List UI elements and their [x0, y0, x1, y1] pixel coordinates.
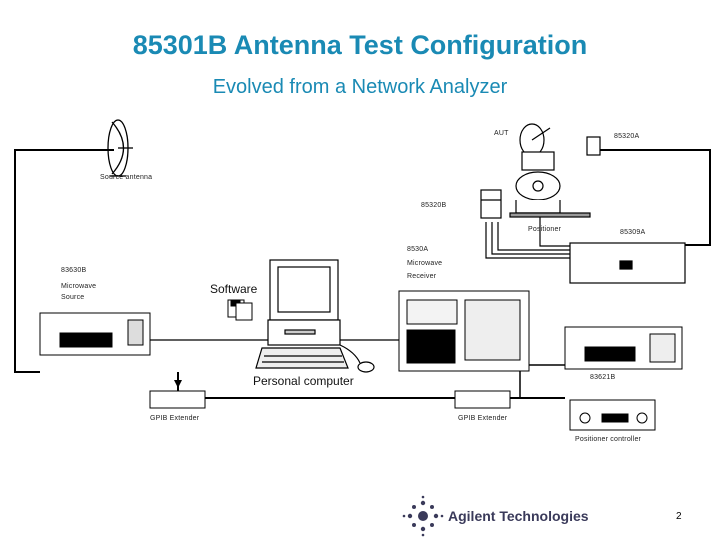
company-name: Agilent Technologies [448, 508, 589, 524]
page-subtitle: Evolved from a Network Analyzer [212, 76, 508, 98]
label-source-line1: Microwave [61, 283, 97, 290]
gpib-extender-right-icon [454, 390, 511, 409]
label-gpib-extender-left: GPIB Extender [150, 415, 200, 422]
label-receiver-model: 8530A [407, 246, 429, 253]
positioner-controller-icon [569, 399, 656, 431]
gpib-extender-left-icon [149, 390, 206, 409]
lo-unit-85309a-icon [569, 242, 686, 284]
source-antenna-icon [107, 119, 133, 177]
arrow-down [174, 380, 182, 388]
floppy-disk-icon [227, 299, 253, 321]
label-positioner-controller: Positioner controller [575, 436, 642, 443]
label-aut: AUT [494, 130, 509, 137]
label-personal-computer: Personal computer [253, 374, 354, 388]
aut-positioner-icon [509, 123, 591, 218]
label-software: Software [210, 282, 258, 296]
label-receiver-line2: Receiver [407, 273, 437, 280]
label-source-antenna: Source antenna [100, 174, 153, 181]
agilent-logo-icon [402, 495, 444, 537]
page-number: 2 [676, 511, 682, 522]
label-85309a: 85309A [620, 229, 646, 236]
page-title: 85301B Antenna Test Configuration [132, 30, 588, 60]
source-cable [14, 149, 114, 373]
personal-computer-icon [255, 259, 375, 373]
label-receiver-line1: Microwave [407, 260, 443, 267]
label-source-line2: Source [61, 294, 85, 301]
mixer-85320a-icon [586, 136, 601, 156]
label-gpib-extender-right: GPIB Extender [458, 415, 508, 422]
mixer-cable-top [593, 149, 711, 246]
label-85320b: 85320B [421, 202, 447, 209]
controller-83621b-icon [564, 326, 683, 370]
label-source-model: 83630B [61, 267, 87, 274]
mixer-85320b-icon [480, 189, 502, 219]
label-positioner: Positioner [528, 226, 562, 233]
label-83621b: 83621B [590, 374, 616, 381]
label-85320a: 85320A [614, 133, 640, 140]
receiver-8530a-icon [398, 290, 530, 372]
source-83630b-icon [39, 312, 151, 356]
positioner-cables [485, 216, 570, 259]
